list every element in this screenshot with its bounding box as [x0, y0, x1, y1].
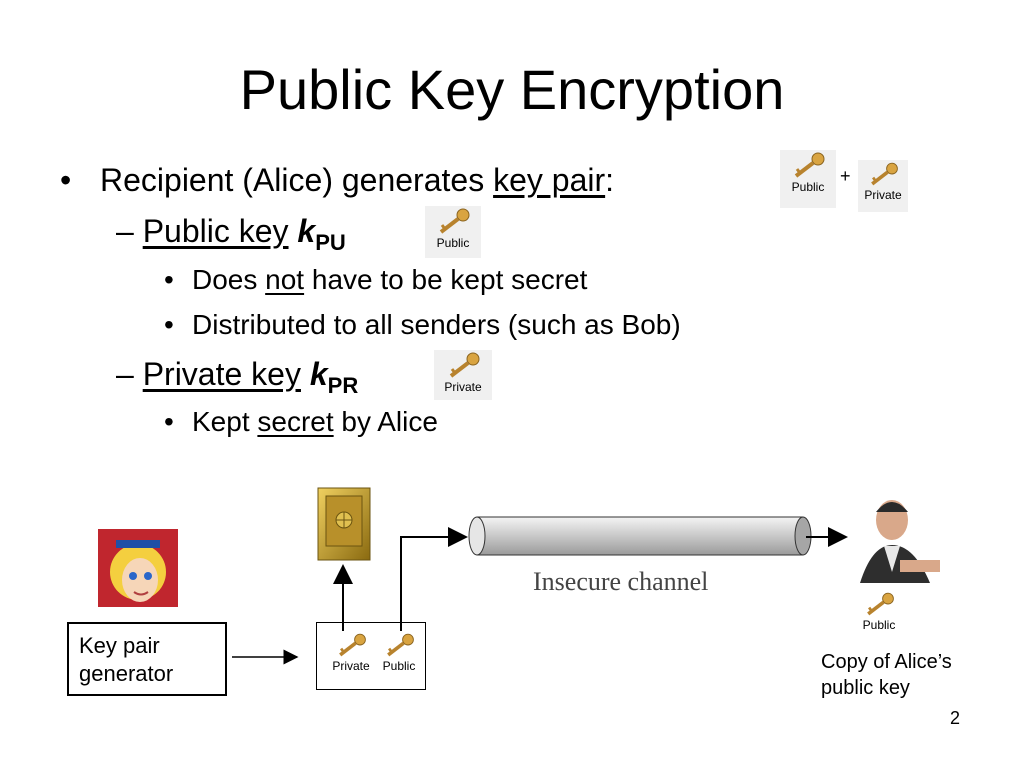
- generator-line-1: Key pair: [79, 633, 160, 658]
- private-key-label: Private key: [142, 356, 301, 392]
- private-key-icon: Private: [858, 160, 908, 212]
- point-text: Distributed to all senders (such as Bob): [192, 309, 681, 340]
- public-point-1: • Does not have to be kept secret: [164, 264, 587, 296]
- public-key-icon: Public: [377, 631, 421, 681]
- alice-icon: [98, 529, 178, 607]
- icon-label: Private: [864, 188, 902, 202]
- public-key-icon: Public: [780, 150, 836, 208]
- public-key-var: k: [297, 213, 316, 249]
- public-key-sub: PU: [315, 230, 346, 255]
- dash: –: [116, 213, 134, 249]
- point-text: Kept: [192, 406, 258, 437]
- bullet-symbol: •: [164, 264, 174, 295]
- bullet-symbol: •: [60, 162, 72, 198]
- private-key-var: k: [309, 356, 328, 392]
- copy-of-public-key-label: Copy of Alice’s public key: [821, 649, 952, 701]
- bullet-symbol: •: [164, 309, 174, 340]
- copy-line-2: public key: [821, 677, 910, 699]
- arrow-public-to-channel: [400, 527, 468, 632]
- private-key-icon: Private: [434, 350, 492, 400]
- insecure-channel-label: Insecure channel: [533, 567, 709, 596]
- key-pair-box: Private Public: [316, 622, 426, 690]
- insecure-channel-pipe: [468, 516, 812, 556]
- bob-icon: [856, 493, 948, 583]
- icon-label: Public: [436, 236, 470, 250]
- point-underlined: not: [265, 264, 305, 295]
- bullet-symbol: •: [164, 406, 174, 437]
- icon-label: Public: [791, 180, 825, 194]
- point-underlined: secret: [257, 406, 334, 437]
- private-point-1: • Kept secret by Alice: [164, 406, 438, 438]
- public-key-heading: – Public key kPU: [116, 213, 346, 255]
- bullet-suffix: :: [605, 162, 615, 198]
- generator-line-2: generator: [79, 661, 174, 686]
- public-key-label: Public key: [142, 213, 289, 249]
- bullet-text: Recipient (Alice) generates: [100, 162, 494, 198]
- private-key-heading: – Private key kPR: [116, 356, 358, 398]
- public-key-icon: Public: [854, 590, 904, 640]
- point-text-post: have to be kept secret: [304, 264, 588, 295]
- icon-label: Private: [444, 380, 482, 394]
- public-key-icon: Public: [425, 206, 481, 258]
- copy-line-1: Copy of Alice’s: [821, 651, 952, 673]
- public-point-2: • Distributed to all senders (such as Bob…: [164, 309, 681, 341]
- vault-icon: [317, 487, 371, 561]
- point-text-post: by Alice: [333, 406, 438, 437]
- icon-label: Public: [862, 618, 896, 632]
- private-key-icon: Private: [329, 631, 373, 681]
- icon-label: Private: [332, 659, 370, 673]
- page-number: 2: [950, 708, 961, 728]
- bullet-underlined: key pair: [493, 162, 606, 198]
- key-pair-generator-box: Key pair generator: [67, 622, 227, 696]
- slide-title: Public Key Encryption: [239, 58, 785, 121]
- icon-label: Public: [382, 659, 416, 673]
- bullet-key-pair: • Recipient (Alice) generates key pair:: [60, 162, 614, 199]
- dash: –: [116, 356, 134, 392]
- plus-sign: +: [840, 166, 851, 186]
- private-key-sub: PR: [327, 373, 359, 398]
- point-text: Does: [192, 264, 266, 295]
